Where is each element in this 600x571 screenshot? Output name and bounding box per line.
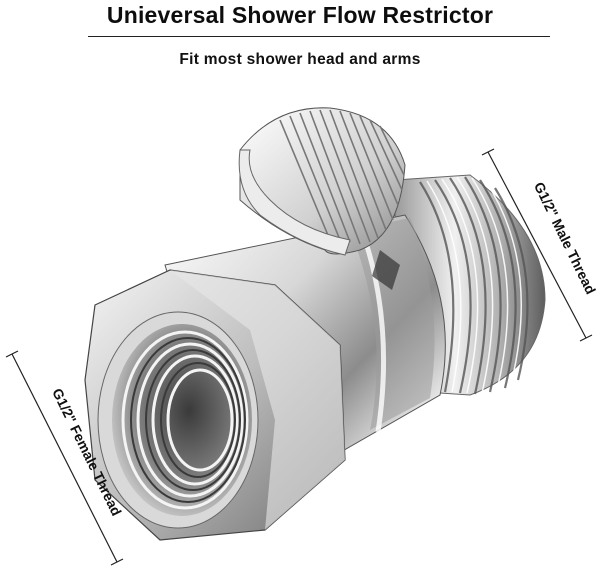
hex-nut [84, 269, 346, 541]
product-title: Unieversal Shower Flow Restrictor [106, 2, 494, 28]
flow-knob [238, 107, 406, 256]
female-thread-dimension-line [5, 350, 124, 566]
title-underline [88, 36, 550, 37]
product-subtitle: Fit most shower head and arms [179, 51, 421, 68]
female-thread [121, 330, 249, 510]
male-thread-dimension-line [481, 148, 593, 342]
